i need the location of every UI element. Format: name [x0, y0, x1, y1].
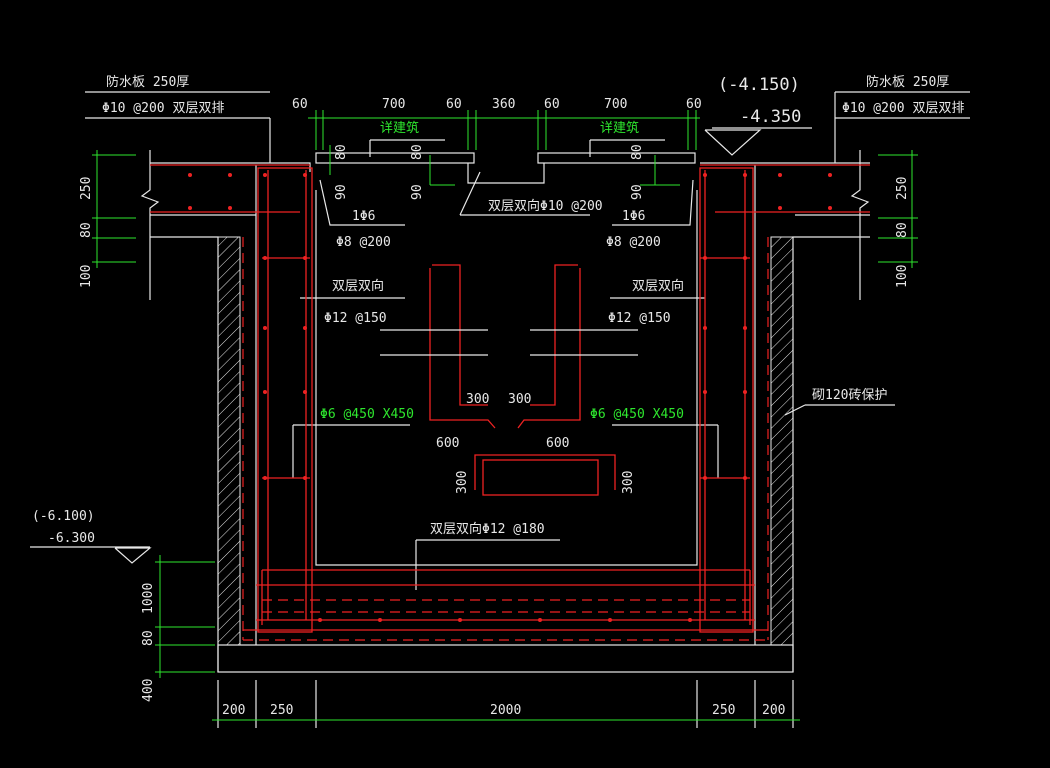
label-bar-top-right: Φ10 @200 双层双排: [842, 101, 964, 116]
dim-top-5: 60: [544, 97, 560, 112]
brick-wall-right: [770, 236, 794, 646]
label-slab-bar: 双层双向Φ12 @180: [430, 521, 545, 537]
dim-bottom-4: 250: [712, 703, 735, 718]
label-tie-right: Φ6 @450 X450: [590, 407, 684, 422]
dim-small-e: 90: [410, 184, 425, 200]
dim-small-a: 80: [334, 144, 349, 160]
level-bottom: -6.300: [48, 531, 95, 546]
label-waterproof-right: 防水板 250厚: [866, 74, 949, 90]
dim-top-4: 360: [492, 97, 515, 112]
label-wall-dual-left: 双层双向: [332, 278, 384, 294]
dim-small-d: 90: [334, 184, 349, 200]
label-phi8-right: Φ8 @200: [606, 235, 661, 250]
dim-top-3: 60: [446, 97, 462, 112]
dim-small-b: 80: [410, 144, 425, 160]
level-bottom-paren: (-6.100): [32, 509, 95, 524]
dim-top-2: 700: [382, 97, 405, 112]
level-top-paren: (-4.150): [718, 75, 800, 95]
dim-top-7: 60: [686, 97, 702, 112]
dim-bottom-2: 250: [270, 703, 293, 718]
dim-corbel-v300a: 300: [455, 471, 470, 494]
brick-wall-left: [217, 236, 241, 646]
label-cover-bar: 双层双向Φ10 @200: [488, 198, 603, 214]
label-1phi6-left: 1Φ6: [352, 209, 375, 224]
label-tie-left: Φ6 @450 X450: [320, 407, 414, 422]
dim-right-250: 250: [895, 177, 910, 200]
concrete-outline: [30, 91, 970, 728]
dim-corbel-300a: 300: [466, 392, 489, 407]
label-detail-right: 详建筑: [600, 120, 639, 136]
dim-small-c: 80: [630, 144, 645, 160]
label-brick-protect: 砌120砖保护: [812, 388, 887, 403]
dim-bottom-1: 200: [222, 703, 245, 718]
dim-right-100: 100: [895, 265, 910, 288]
rebar-layout: [150, 164, 870, 641]
label-waterproof-left: 防水板 250厚: [106, 74, 189, 90]
label-bar-top-left: Φ10 @200 双层双排: [102, 101, 224, 116]
dim-bottom-5: 200: [762, 703, 785, 718]
dim-left-250: 250: [79, 177, 94, 200]
label-wall-dual-right: 双层双向: [632, 278, 684, 294]
label-wall-bar-left: Φ12 @150: [324, 311, 387, 326]
dim-corbel-600a: 600: [436, 436, 459, 451]
drawing-labels: 防水板 250厚 Φ10 @200 双层双排 防水板 250厚 Φ10 @200…: [32, 74, 964, 718]
dim-top-6: 700: [604, 97, 627, 112]
dim-1000: 1000: [141, 583, 156, 614]
label-phi8-left: Φ8 @200: [336, 235, 391, 250]
level-top: -4.350: [740, 107, 801, 127]
rebar-dots: [188, 173, 832, 622]
dim-80-bottom: 80: [141, 630, 156, 646]
dimension-lines: [92, 110, 918, 721]
label-wall-bar-right: Φ12 @150: [608, 311, 671, 326]
dim-small-f: 90: [630, 184, 645, 200]
dim-left-80: 80: [79, 222, 94, 238]
dim-bottom-3: 2000: [490, 703, 521, 718]
dim-400: 400: [141, 679, 156, 702]
dim-corbel-600b: 600: [546, 436, 569, 451]
label-detail-left: 详建筑: [380, 120, 419, 136]
dim-left-100: 100: [79, 265, 94, 288]
dim-right-80: 80: [895, 222, 910, 238]
dim-corbel-300b: 300: [508, 392, 531, 407]
dim-top-1: 60: [292, 97, 308, 112]
dim-corbel-v300b: 300: [621, 471, 636, 494]
label-1phi6-right: 1Φ6: [622, 209, 645, 224]
corbel-bar-lines: [380, 329, 638, 356]
